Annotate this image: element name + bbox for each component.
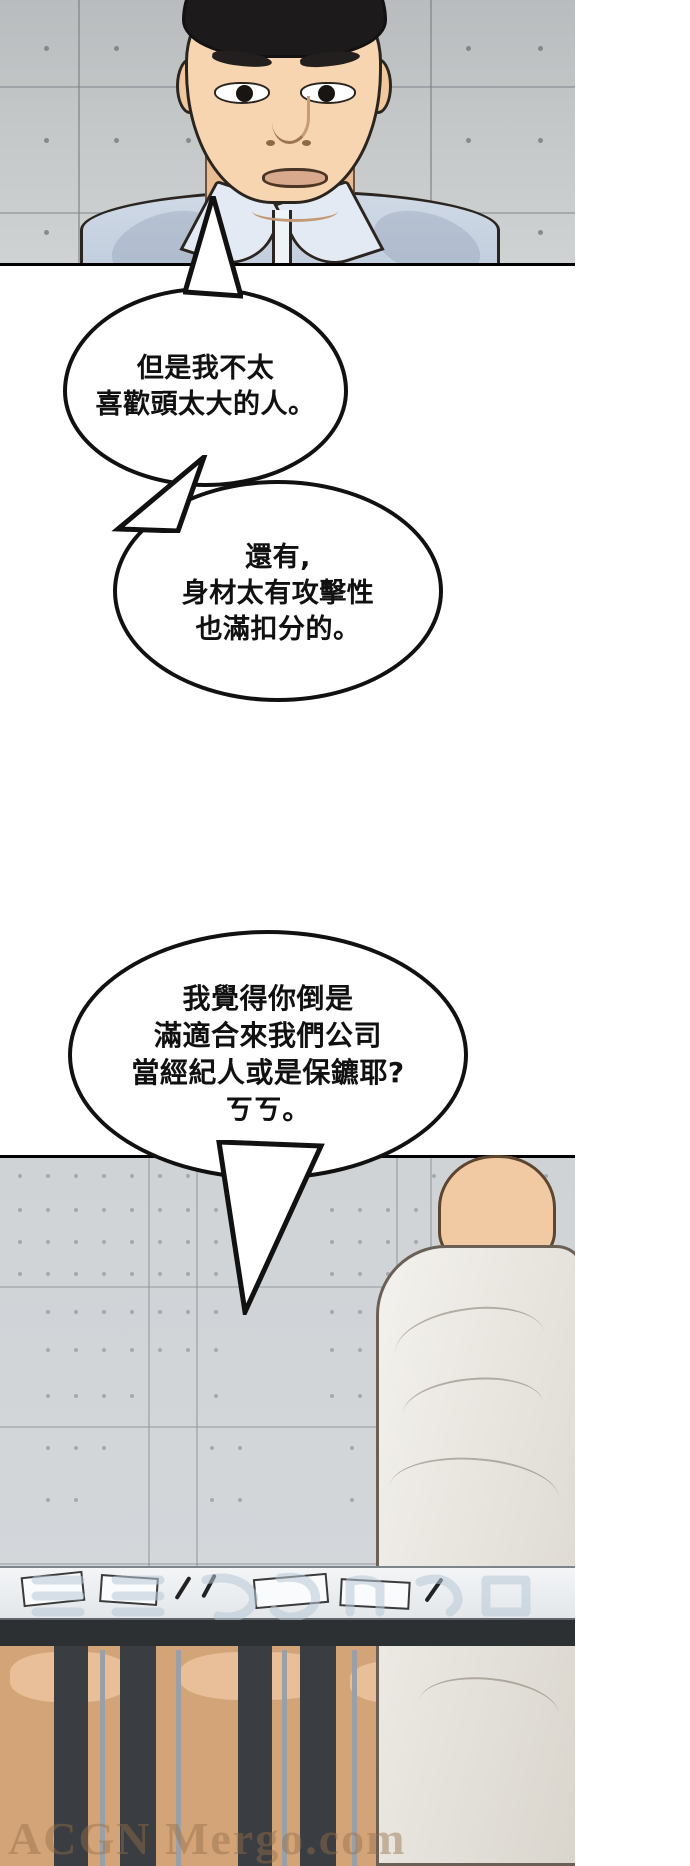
speech-tail-1: [183, 196, 243, 299]
nostril-right: [302, 140, 311, 146]
speech-bubble-2-text: 還有, 身材太有攻擊性 也滿扣分的。: [181, 541, 375, 646]
judge-b-leg: [238, 1646, 272, 1866]
foreground-man-body: [376, 1245, 586, 1866]
speech-bubble-3-text: 我覺得你倒是 滿適合來我們公司 當經紀人或是保鑣耶? ㄎㄎ。: [131, 982, 405, 1126]
panel-top: [0, 0, 575, 266]
mouth: [262, 168, 328, 188]
judge-a-leg: [54, 1646, 88, 1866]
shirt-placket: [272, 210, 292, 263]
speech-bubble-1-text: 但是我不太 喜歡頭太大的人。: [95, 352, 316, 420]
judge-b-leg: [300, 1646, 336, 1866]
hair: [182, 0, 387, 58]
pupil-left: [236, 85, 253, 102]
judge-a-leg: [120, 1646, 156, 1866]
page-gutter: [575, 0, 690, 1866]
nose: [272, 96, 310, 144]
speech-bubble-3: 我覺得你倒是 滿適合來我們公司 當經紀人或是保鑣耶? ㄎㄎ。: [68, 930, 468, 1180]
chin: [252, 200, 338, 222]
judging-table-front: [0, 1620, 575, 1646]
table-logo-text: [31, 1572, 531, 1620]
speech-tail-3: [216, 1140, 325, 1315]
speech-tail-2: [111, 455, 208, 533]
speech-bubble-1: 但是我不太 喜歡頭太大的人。: [63, 287, 348, 487]
pupil-right: [318, 85, 335, 102]
nostril-left: [266, 140, 275, 146]
